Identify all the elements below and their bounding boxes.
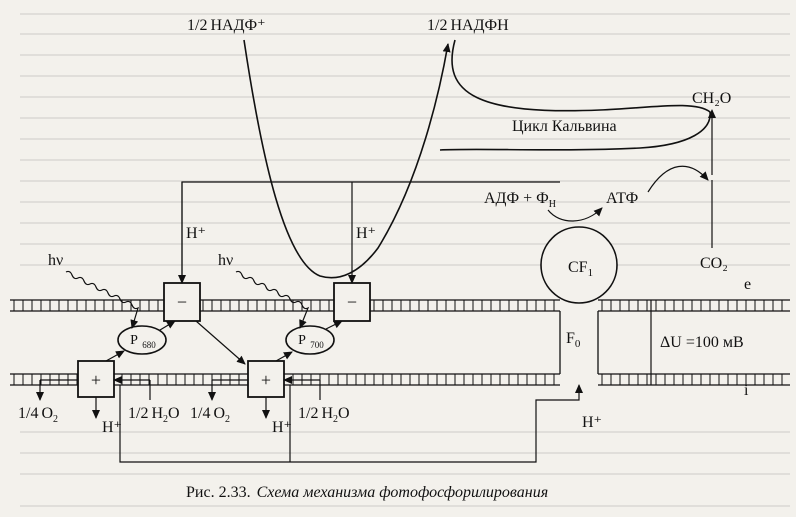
light-arrow-ps2	[65, 270, 139, 329]
bleed-through-texture	[20, 13, 790, 507]
hv-label-ps2: hν	[48, 252, 63, 269]
minus-to-plus-arrow	[195, 320, 246, 365]
e-side-label: e	[744, 276, 751, 293]
h-plus-bottom-ps2: H⁺	[102, 419, 122, 436]
h-plus-bottom-ps1: H⁺	[272, 419, 292, 436]
p700-to-minus-arrow	[325, 320, 343, 330]
hv-label-ps1: hν	[218, 252, 233, 269]
minus-sign-ps2: −	[177, 292, 187, 312]
figure-caption: Рис. 2.33.Схема механизма фотофосфорилир…	[186, 484, 548, 501]
i-side-label: i	[744, 382, 749, 399]
plus-to-p700-arrow	[275, 351, 293, 362]
p700-label: P	[298, 333, 306, 348]
p680-to-minus-arrow	[159, 320, 176, 331]
adp-to-atp-arrow	[547, 207, 603, 222]
plus-to-p680-arrow	[105, 350, 125, 362]
proton-return-path	[119, 384, 583, 463]
atp-to-calvin-arrow	[647, 165, 709, 193]
calvin-cycle-label: Цикл Кальвина	[512, 118, 617, 135]
p700-ellipse	[285, 325, 335, 355]
light-arrow-ps1	[235, 270, 310, 329]
delta-u-label: ΔU =100 мВ	[660, 334, 744, 351]
h-plus-ps1: H⁺	[356, 225, 376, 242]
plus-sign-ps1: +	[261, 370, 271, 390]
p700-sub: 700	[310, 340, 324, 350]
atp-label: АТФ	[606, 190, 638, 207]
p680-sub: 680	[142, 340, 156, 350]
plus-sign-ps2: +	[91, 370, 101, 390]
h-plus-bottom-f0: H⁺	[582, 414, 602, 431]
plus-box-ps2	[77, 360, 115, 398]
p680-ellipse	[117, 325, 167, 355]
cf1-label: CF1	[568, 259, 593, 279]
nadp-reduction-curve	[243, 39, 451, 279]
minus-sign-ps1: −	[347, 292, 357, 312]
h-plus-ps2: H⁺	[186, 225, 206, 242]
adp-pi-label: АДФ + ФН	[484, 190, 556, 210]
ch2o-label: CH₂O	[692, 90, 731, 107]
f0-label: F0	[566, 330, 581, 350]
p680-label: P	[130, 333, 138, 348]
cf1-head	[540, 226, 618, 304]
co2-label: CO₂	[700, 255, 728, 272]
